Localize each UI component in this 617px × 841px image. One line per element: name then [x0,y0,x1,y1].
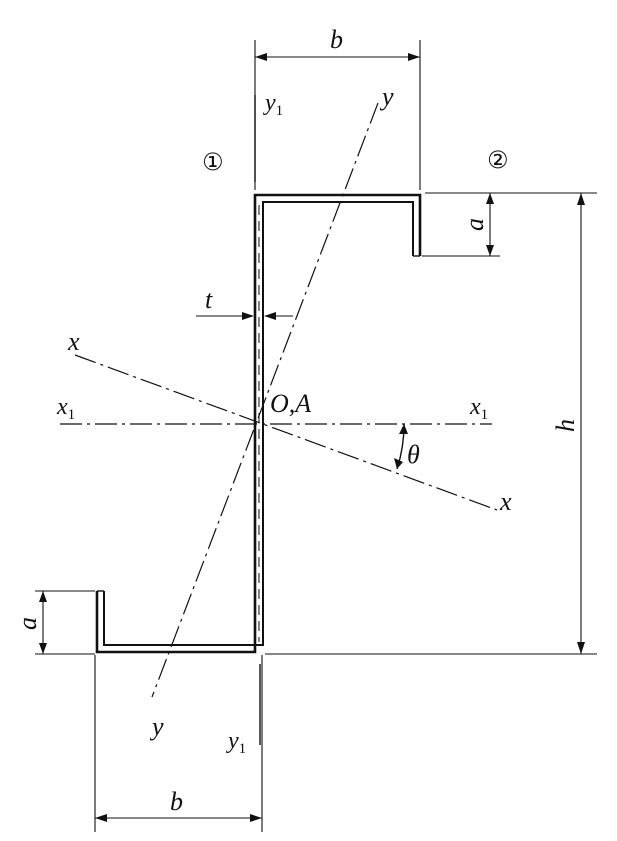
dimension-a-bottom [35,590,95,655]
label-b-bottom: b [170,787,183,816]
x-axis [74,354,498,511]
label-y-top: y [379,82,394,111]
dimension-t [196,312,293,320]
label-theta: θ [407,440,420,469]
label-y-bottom: y [149,712,164,741]
dimension-h [265,192,597,655]
dimension-a-top [422,193,500,257]
label-y1-top: y1 [263,90,283,119]
label-x1-left: x1 [56,394,75,423]
label-x-right: x [499,487,512,516]
label-y1-bottom: y1 [226,728,246,757]
label-x-left: x [67,327,80,356]
dimension-b-top [254,40,421,190]
y-axis [151,102,379,698]
dimension-b-bottom [94,655,263,832]
label-h: h [551,419,580,432]
label-end-2: ② [487,146,509,174]
label-t: t [205,285,213,314]
label-origin: O,A [270,389,311,418]
label-b-top: b [330,25,343,54]
axes [60,95,498,745]
label-a-bottom: a [13,617,42,630]
label-end-1: ① [202,148,224,176]
label-x1-right: x1 [469,394,488,423]
label-a-top: a [460,218,489,231]
